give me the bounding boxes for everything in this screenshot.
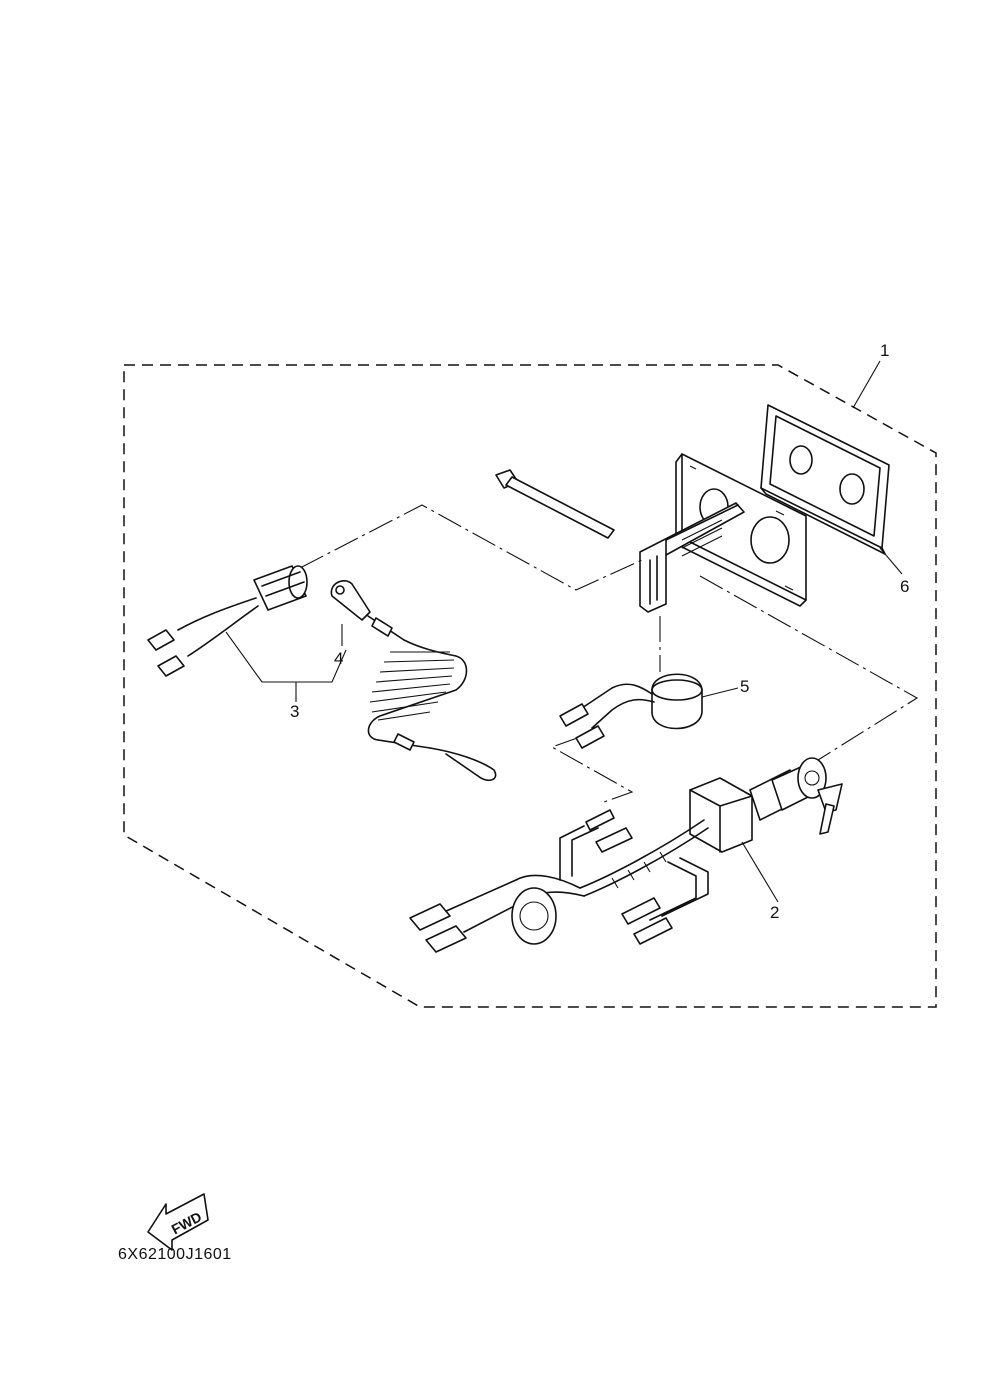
bracket	[639, 502, 745, 613]
callout-3[interactable]: 3	[290, 682, 299, 721]
cap-with-leads-part-5	[559, 673, 739, 749]
callout-label-6[interactable]: 6	[900, 577, 909, 596]
diagram-reference-code: 6X62100J1601	[118, 1246, 232, 1263]
stop-switch-part-3	[147, 565, 347, 683]
forward-direction-arrow: FWD	[147, 1193, 209, 1251]
callout-label-2[interactable]: 2	[770, 903, 779, 922]
main-switch-harness-part-2	[409, 757, 843, 953]
kit-boundary	[123, 364, 937, 1008]
callout-label-3: 3	[290, 702, 299, 721]
gasket-frame-part-6	[760, 404, 903, 575]
callout-1[interactable]: 1	[852, 341, 889, 409]
callout-label-1: 1	[880, 341, 889, 360]
callout-label-4: 4	[334, 649, 343, 668]
assembly-guide-lines	[299, 504, 919, 803]
callout-4[interactable]: 4	[334, 624, 343, 668]
cable-tie	[495, 469, 615, 539]
lanyard-part-4	[330, 580, 497, 782]
callout-label-5[interactable]: 5	[740, 677, 749, 696]
